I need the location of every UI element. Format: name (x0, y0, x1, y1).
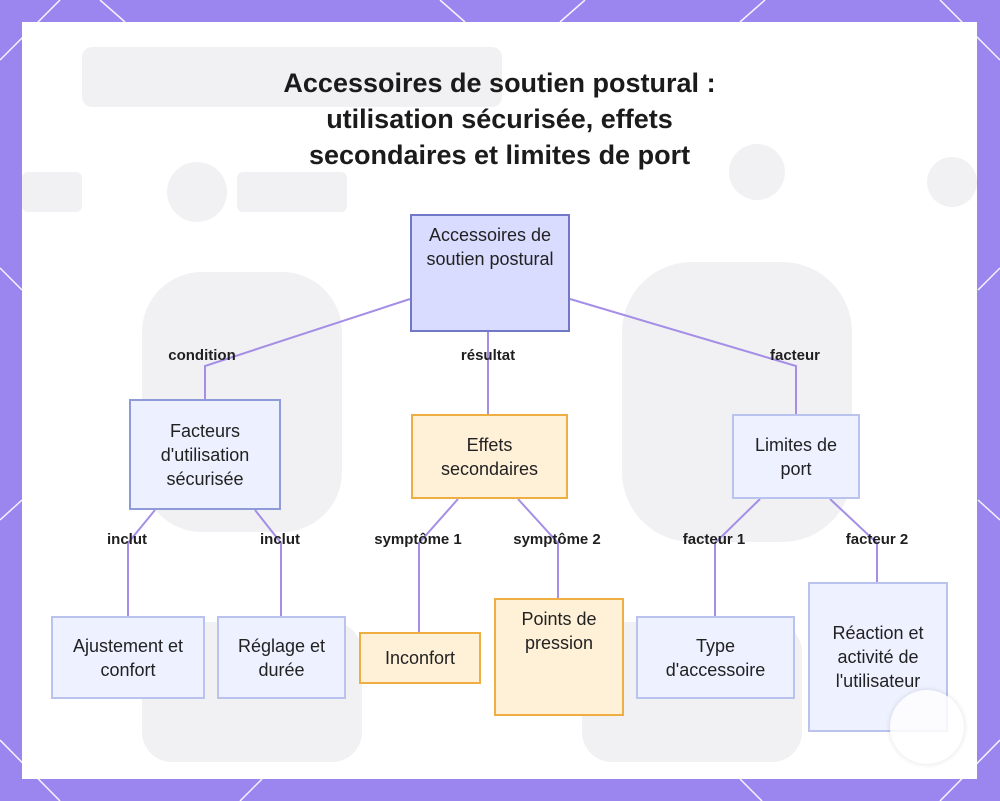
connector-lines (127, 298, 878, 632)
edge-facteurs-reglage (254, 509, 282, 616)
node-reglage-duree: Réglage et durée (217, 616, 346, 699)
edge-label-resultat: résultat (460, 347, 516, 364)
diagram-card: Accessoires de soutien postural : utilis… (22, 22, 977, 779)
edge-facteurs-ajustement (127, 509, 156, 616)
node-limites-label: Limites de port (754, 434, 838, 479)
node-facteurs-utilisation: Facteurs d'utilisation sécurisée (129, 399, 281, 510)
node-type-label: Type d'accessoire (665, 635, 766, 680)
edge-effets-points (517, 498, 559, 598)
node-effets-label: Effets secondaires (440, 434, 539, 479)
node-points-label: Points de pression (521, 609, 597, 653)
node-root-label: Accessoires de soutien postural (426, 225, 554, 269)
edge-label-facteur: facteur (769, 347, 821, 364)
edge-label-facteur-1: facteur 1 (682, 531, 746, 548)
node-effets-secondaires: Effets secondaires (411, 414, 568, 499)
edge-limites-reaction (829, 498, 878, 582)
edge-label-symptome-2: symptôme 2 (513, 531, 601, 548)
node-inconfort: Inconfort (359, 632, 481, 684)
edge-label-inclut-2: inclut (260, 531, 300, 548)
node-ajustement-confort: Ajustement et confort (51, 616, 205, 699)
edge-label-symptome-1: symptôme 1 (374, 531, 462, 548)
edge-label-inclut-1: inclut (107, 531, 147, 548)
watermark-badge (890, 690, 964, 764)
node-reglage-label: Réglage et durée (237, 635, 326, 680)
node-type-accessoire: Type d'accessoire (636, 616, 795, 699)
node-facteurs-label: Facteurs d'utilisation sécurisée (160, 420, 250, 489)
title-line-3: secondaires et limites de port (308, 140, 691, 170)
title-line-1: Accessoires de soutien postural : (283, 68, 716, 98)
node-inconfort-label: Inconfort (384, 648, 456, 668)
edge-effets-inconfort (418, 498, 459, 632)
edge-root-facteurs (204, 298, 411, 399)
edge-limites-type (714, 498, 761, 616)
node-ajustement-label: Ajustement et confort (72, 635, 184, 680)
edge-label-facteur-2: facteur 2 (845, 531, 909, 548)
edge-label-condition: condition (168, 347, 236, 364)
node-root: Accessoires de soutien postural (410, 214, 570, 332)
edge-root-limites (569, 298, 797, 414)
node-points-pression: Points de pression (494, 598, 624, 716)
page-title: Accessoires de soutien postural : utilis… (22, 65, 977, 173)
node-reaction-label: Réaction et activité de l'utilisateur (832, 623, 924, 691)
title-line-2: utilisation sécurisée, effets (326, 104, 673, 134)
node-limites-port: Limites de port (732, 414, 860, 499)
